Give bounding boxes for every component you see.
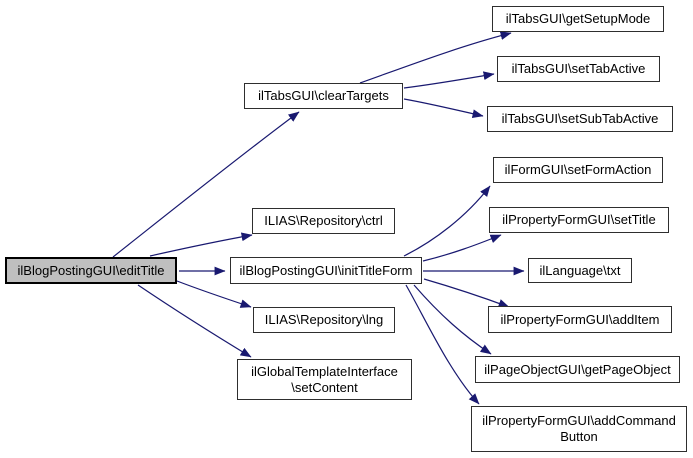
edge-initTitleForm-setTitle xyxy=(422,234,502,262)
edge-initTitleForm-addCommandButton xyxy=(405,284,480,405)
node-ilPropertyFormGUI-setTitle[interactable]: ilPropertyFormGUI\setTitle xyxy=(489,207,669,233)
edge-clearTargets-setSubTabActive xyxy=(403,98,484,119)
edge-initTitleForm-setFormAction xyxy=(403,185,491,257)
node-ilLanguage-txt[interactable]: ilLanguage\txt xyxy=(528,258,632,283)
node-ilTabsGUI-setSubTabActive[interactable]: ilTabsGUI\setSubTabActive xyxy=(487,106,673,132)
edge-editTitle-setContent xyxy=(137,284,252,358)
node-ilPropertyFormGUI-addCommandButton[interactable]: ilPropertyFormGUI\addCommand Button xyxy=(471,406,687,452)
node-ilFormGUI-setFormAction[interactable]: ilFormGUI\setFormAction xyxy=(493,157,663,183)
edge-initTitleForm-getPageObject xyxy=(413,284,492,355)
node-ilBlogPostingGUI-editTitle: ilBlogPostingGUI\editTitle xyxy=(5,257,177,284)
node-ilTabsGUI-clearTargets[interactable]: ilTabsGUI\clearTargets xyxy=(244,83,403,109)
node-ilGlobalTemplateInterface-setContent[interactable]: ilGlobalTemplateInterface \setContent xyxy=(237,359,412,400)
node-ilBlogPostingGUI-initTitleForm[interactable]: ilBlogPostingGUI\initTitleForm xyxy=(230,257,422,284)
edge-initTitleForm-addItem xyxy=(423,278,510,308)
edge-editTitle-ctrl xyxy=(149,232,253,257)
edge-editTitle-lng xyxy=(176,280,252,308)
node-ilTabsGUI-getSetupMode[interactable]: ilTabsGUI\getSetupMode xyxy=(492,6,664,32)
edge-clearTargets-setTabActive xyxy=(403,71,495,89)
edge-clearTargets-getSetupMode xyxy=(359,31,512,84)
node-ilPropertyFormGUI-addItem[interactable]: ilPropertyFormGUI\addItem xyxy=(488,306,672,333)
node-ILIAS-Repository-ctrl[interactable]: ILIAS\Repository\ctrl xyxy=(252,208,395,234)
node-ilPageObjectGUI-getPageObject[interactable]: ilPageObjectGUI\getPageObject xyxy=(475,356,680,383)
edge-editTitle-clearTargets xyxy=(112,111,300,258)
node-ILIAS-Repository-lng[interactable]: ILIAS\Repository\lng xyxy=(253,307,395,333)
node-ilTabsGUI-setTabActive[interactable]: ilTabsGUI\setTabActive xyxy=(497,56,660,82)
